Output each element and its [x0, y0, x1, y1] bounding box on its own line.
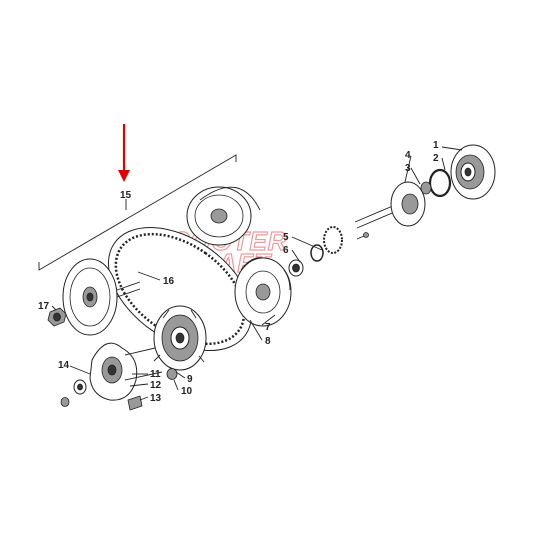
clutch-cover: [450, 144, 496, 200]
assembly-bracket: [38, 154, 237, 271]
callout-8: 8: [265, 336, 271, 347]
red-arrow-icon: [118, 124, 130, 182]
spring-part: [323, 226, 343, 254]
driven-clutch: [186, 186, 261, 246]
input-shaft: [354, 181, 426, 229]
screw-part: [127, 395, 143, 411]
fixed-sheave: [62, 258, 141, 336]
callout-9: 9: [187, 374, 193, 385]
ring-part: [428, 168, 452, 198]
driven-sheave: [234, 257, 292, 327]
bearing-small: [420, 181, 432, 195]
callout-3: 3: [405, 163, 411, 174]
callout-15: 15: [120, 190, 132, 201]
callout-1: 1: [433, 140, 439, 151]
callout-5: 5: [283, 232, 289, 243]
bearing-part: [288, 259, 304, 277]
callout-7: 7: [265, 322, 271, 333]
callout-6: 6: [283, 245, 289, 256]
callout-14: 14: [58, 360, 70, 371]
washer-part: [60, 379, 87, 407]
leader-lines: [51, 146, 463, 401]
callout-11: 11: [150, 369, 161, 380]
bushing-part: [166, 368, 178, 380]
fan-sheave: [89, 342, 138, 401]
callout-12: 12: [150, 380, 162, 391]
callout-16: 16: [163, 276, 175, 287]
small-bolt: [356, 232, 369, 240]
callout-17: 17: [38, 301, 50, 312]
callout-2: 2: [433, 153, 439, 164]
snap-ring-part: [310, 244, 324, 262]
nut-part: [47, 307, 67, 327]
callout-4: 4: [405, 150, 411, 161]
callout-13: 13: [150, 393, 162, 404]
movable-sheave: [153, 305, 207, 371]
drive-belt: [107, 226, 253, 352]
callout-10: 10: [181, 386, 193, 397]
